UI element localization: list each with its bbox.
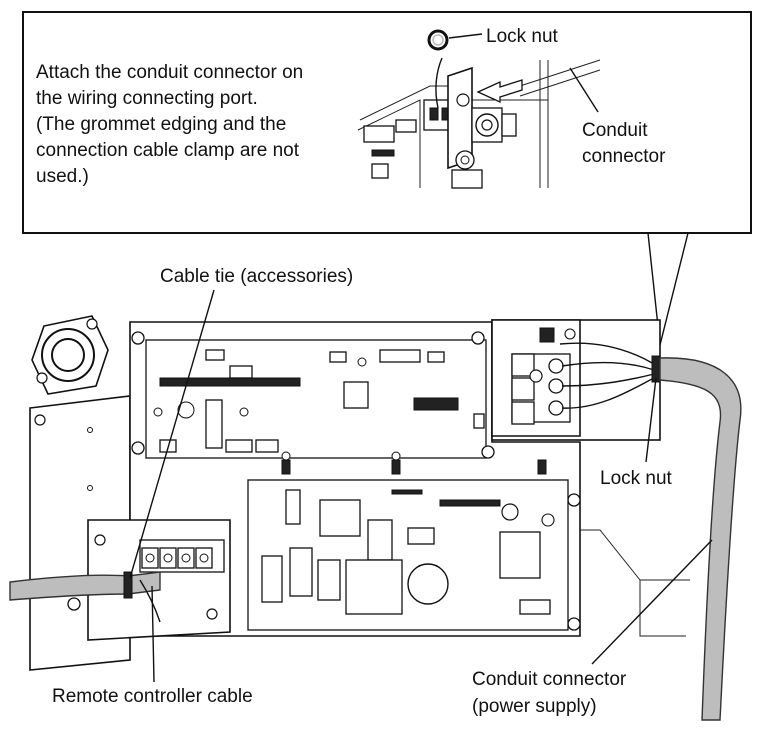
cable-tie bbox=[123, 571, 133, 599]
terminal-block-power bbox=[511, 327, 576, 425]
leader-lock-nut bbox=[645, 377, 657, 463]
port-hole bbox=[456, 93, 470, 107]
callout-conduit-line-1: Conduit bbox=[582, 120, 648, 141]
instruction-line-2: the wiring connecting port. bbox=[36, 88, 258, 109]
terminal-block-remote bbox=[141, 547, 213, 569]
callout-pointer-right bbox=[659, 232, 689, 346]
leader-cable-tie bbox=[129, 289, 215, 579]
svg-text:Conduit connector: Conduit connector bbox=[582, 120, 666, 167]
svg-text:Attach the conduit connector o: Attach the conduit connector on the wiri… bbox=[36, 62, 309, 187]
leader-remote-cable bbox=[151, 585, 155, 683]
callout-box: Attach the conduit connector on the wiri… bbox=[22, 11, 752, 346]
label-lock-nut: Lock nut bbox=[600, 468, 673, 489]
label-conduit-power-1: Conduit connector bbox=[472, 669, 627, 690]
label-cable-tie: Cable tie (accessories) bbox=[160, 266, 353, 287]
label-remote-cable: Remote controller cable bbox=[52, 686, 253, 707]
insert-arrow bbox=[476, 79, 523, 104]
drain-flange bbox=[31, 315, 109, 395]
callout-conduit-line-2: connector bbox=[582, 146, 666, 167]
leader-conduit-power bbox=[591, 539, 713, 665]
power-conduit bbox=[659, 357, 742, 721]
instruction-line-1: Attach the conduit connector on bbox=[36, 62, 303, 83]
svg-text:Conduit connector (power s: Conduit connector (power supply) bbox=[472, 669, 632, 717]
callout-lock-nut-label: Lock nut bbox=[486, 26, 559, 47]
instruction-line-5: used.) bbox=[36, 166, 89, 187]
remote-controller-cable bbox=[9, 571, 161, 601]
instruction-line-4: connection cable clamp are not bbox=[36, 140, 300, 161]
main-unit bbox=[29, 315, 690, 671]
instruction-line-3: (The grommet edging and the bbox=[36, 114, 286, 135]
inset-detail-drawing bbox=[357, 57, 601, 189]
label-conduit-power-2: (power supply) bbox=[472, 696, 597, 717]
